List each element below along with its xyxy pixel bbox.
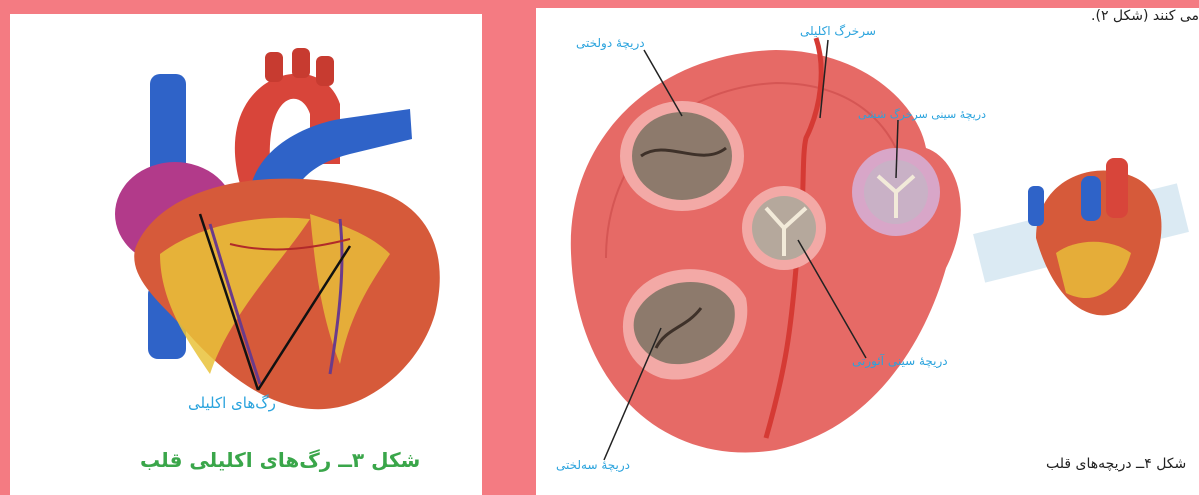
figure-3-panel: رگ‌های اکلیلی شکل ۳ــ رگ‌های اکلیلی قلب [10, 14, 482, 495]
aortic-valve-label: دریچهٔ سینی آئورتی [852, 354, 948, 368]
coronary-vessels-label: رگ‌های اکلیلی [188, 394, 276, 412]
coronary-artery-label: سرخرگ اکلیلی [800, 24, 876, 38]
bicuspid-valve [632, 112, 732, 200]
bicuspid-valve-label: دریچهٔ دولختی [576, 36, 645, 50]
figure-3-caption: شکل ۳ــ رگ‌های اکلیلی قلب [140, 448, 420, 472]
heart-valves-illustration [536, 8, 1199, 495]
figure-4-panel: می کنند (شکل ۲). دریچهٔ دولختی سرخرگ اکل… [536, 8, 1199, 495]
body-text-fragment: می کنند (شکل ۲). [1091, 8, 1199, 24]
heart-coronary-illustration [10, 14, 482, 495]
pulmonary-valve-label: دریچهٔ سینی سرخرگ ششی [858, 108, 986, 121]
heart-section-thumbnail [973, 158, 1189, 315]
figure-4-caption: شکل ۴ــ دریچه‌های قلب [1046, 456, 1186, 472]
tricuspid-valve-label: دریچهٔ سه‌لختی [556, 458, 630, 472]
